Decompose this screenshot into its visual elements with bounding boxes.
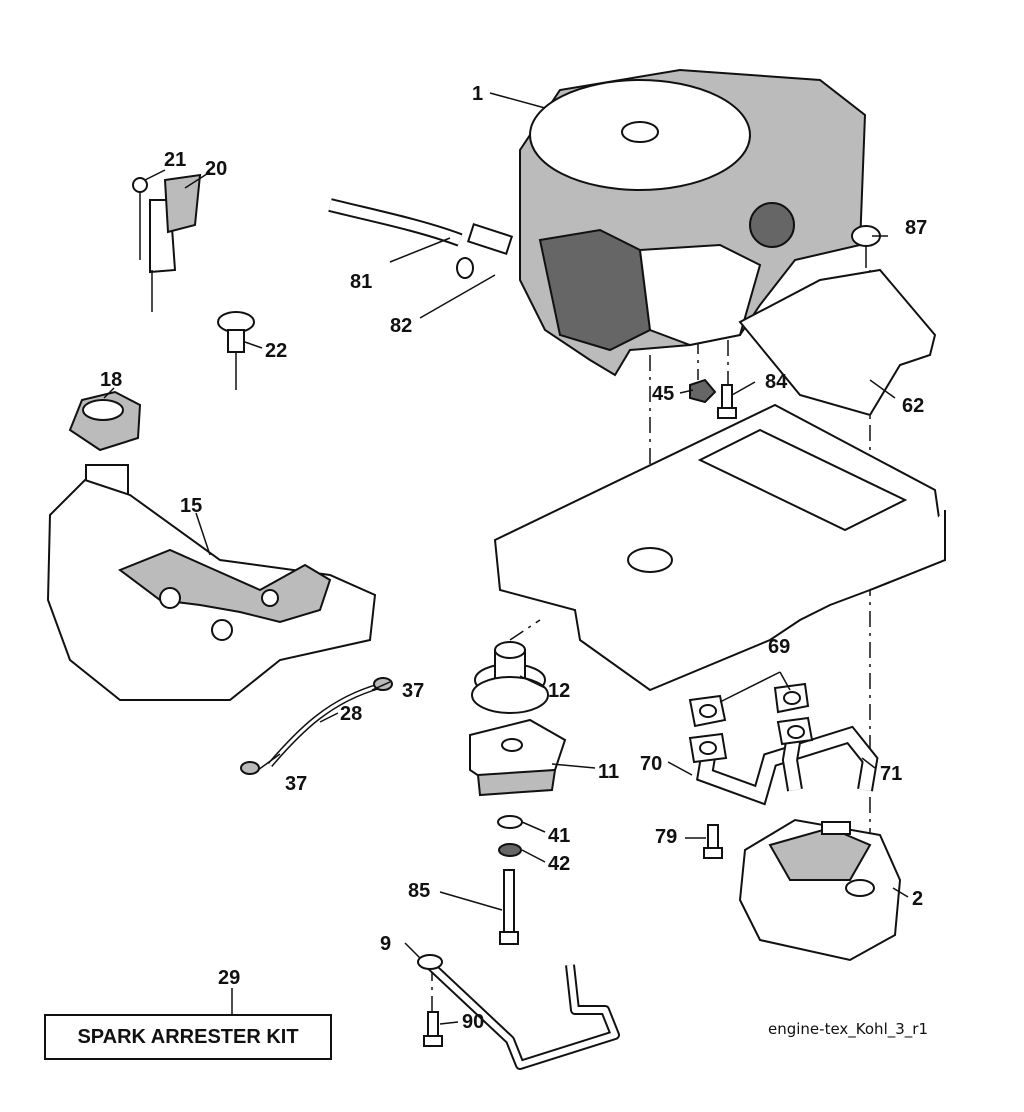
exhaust-pipes: [688, 716, 879, 806]
callout-9: 9: [380, 933, 391, 955]
callout-28: 28: [340, 703, 362, 725]
engine-frame: [493, 403, 947, 692]
muffler: [738, 818, 902, 962]
callout-90: 90: [462, 1011, 484, 1033]
callout-11: 11: [598, 761, 619, 783]
pto-clutch: [469, 718, 567, 797]
callout-22: 22: [265, 340, 287, 362]
callout-37-bottom: 37: [285, 773, 307, 795]
fuel-hose: [328, 198, 463, 247]
callout-12: 12: [548, 680, 570, 702]
fuel-tank: [46, 464, 377, 701]
knob-87: [851, 225, 881, 268]
muffler-brace: [417, 954, 620, 1070]
fuel-cap: [68, 390, 142, 452]
callout-81: 81: [350, 271, 372, 293]
callout-79: 79: [655, 826, 677, 848]
choke-cable: [132, 173, 202, 312]
heat-shield: [738, 268, 937, 417]
washer-42: [498, 843, 522, 857]
fuel-line: [240, 677, 393, 775]
gaskets: [688, 682, 810, 728]
nut-45: [689, 378, 717, 404]
bolt-79: [703, 824, 723, 859]
callout-84: 84: [765, 371, 788, 393]
callout-21: 21: [164, 149, 186, 171]
callout-45: 45: [652, 383, 674, 405]
callout-41: 41: [548, 825, 570, 847]
bolt-85: [499, 869, 519, 945]
callout-15: 15: [180, 495, 202, 517]
callouts: 1 2 9 11 12 15 18 20 21 22 28 29 37 37 4…: [100, 83, 927, 1033]
file-id-label: engine-tex_Kohl_3_r1: [768, 1020, 928, 1038]
callout-2: 2: [912, 888, 923, 910]
callout-20: 20: [205, 158, 227, 180]
callout-18: 18: [100, 369, 122, 391]
engine: [519, 68, 867, 377]
callout-82: 82: [390, 315, 412, 337]
callout-85: 85: [408, 880, 430, 902]
bolt-84: [717, 384, 737, 419]
washer-41: [497, 815, 523, 829]
callout-42: 42: [548, 853, 570, 875]
callout-71: 71: [880, 763, 902, 785]
callout-37-top: 37: [402, 680, 424, 702]
spark-arrester-kit-box: SPARK ARRESTER KIT: [44, 1014, 332, 1060]
throttle-knob: [217, 311, 255, 390]
callout-1: 1: [472, 83, 483, 105]
callout-62: 62: [902, 395, 924, 417]
callout-69: 69: [768, 636, 790, 658]
callout-29: 29: [218, 967, 240, 989]
pulley: [471, 641, 549, 714]
bolt-90: [423, 1011, 443, 1047]
callout-70: 70: [640, 753, 662, 775]
fuel-filter: [456, 223, 514, 279]
callout-87: 87: [905, 217, 927, 239]
leader-lines: [103, 92, 909, 1025]
